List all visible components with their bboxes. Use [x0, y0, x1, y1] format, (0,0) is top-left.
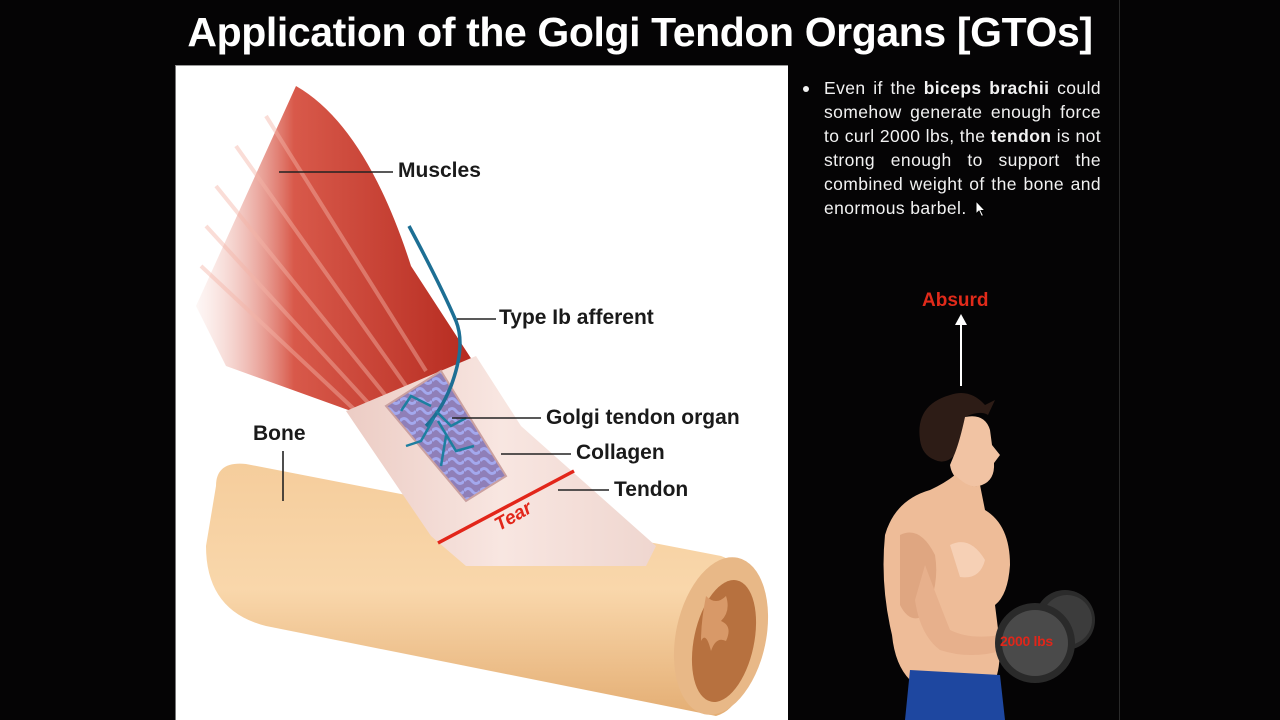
arm — [915, 565, 1005, 655]
bullet-text: Even if the biceps brachii could somehow… — [824, 78, 1101, 218]
shorts — [905, 670, 1005, 720]
label-tendon: Tendon — [614, 478, 689, 501]
label-bone: Bone — [253, 422, 306, 445]
nerve-fiber — [407, 225, 462, 428]
label-collagen: Collagen — [576, 441, 665, 464]
bullet-point: Even if the biceps brachii could somehow… — [803, 76, 1101, 220]
muscle-shape — [196, 86, 476, 411]
tear-line — [437, 469, 575, 545]
dumbbell-weight-label: 2000 lbs — [1000, 633, 1053, 649]
up-arrow-shaft — [960, 324, 962, 386]
emphasis-biceps-brachii: biceps brachii — [923, 78, 1050, 98]
label-type-ib-afferent: Type Ib afferent — [499, 306, 654, 329]
mouse-cursor-icon — [975, 200, 987, 218]
label-muscles: Muscles — [398, 159, 481, 182]
anatomy-figure: Muscles Type Ib afferent Golgi tendon or… — [175, 65, 788, 720]
absurd-annotation: Absurd — [922, 290, 989, 311]
bullet-dot-icon — [803, 86, 809, 92]
emphasis-tendon: tendon — [990, 126, 1052, 146]
torso — [883, 475, 1010, 680]
hair — [919, 392, 995, 462]
bone-shape — [206, 463, 751, 716]
weightlifter-illustration — [883, 392, 1095, 720]
slide-title: Application of the Golgi Tendon Organs [… — [187, 9, 1093, 55]
slide-edge-divider — [1119, 0, 1120, 720]
up-arrow-icon — [955, 314, 967, 325]
label-golgi-tendon-organ: Golgi tendon organ — [546, 406, 740, 429]
tendon-anatomy-illustration — [196, 86, 769, 716]
head — [950, 416, 1000, 487]
